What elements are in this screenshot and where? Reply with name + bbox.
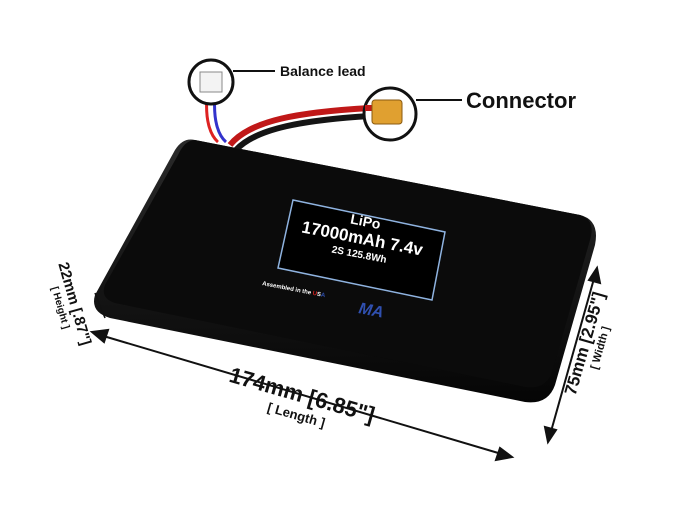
connector-callout: Connector — [466, 88, 576, 113]
power-wires — [227, 105, 371, 153]
xt-connector-icon — [371, 99, 403, 125]
brand-logo: MA — [357, 300, 385, 321]
balance-plug-icon — [199, 71, 223, 93]
label-chemistry: LiPo — [349, 211, 382, 232]
dimension-arrows — [89, 265, 602, 462]
balance-lead-callout: Balance lead — [280, 63, 366, 79]
